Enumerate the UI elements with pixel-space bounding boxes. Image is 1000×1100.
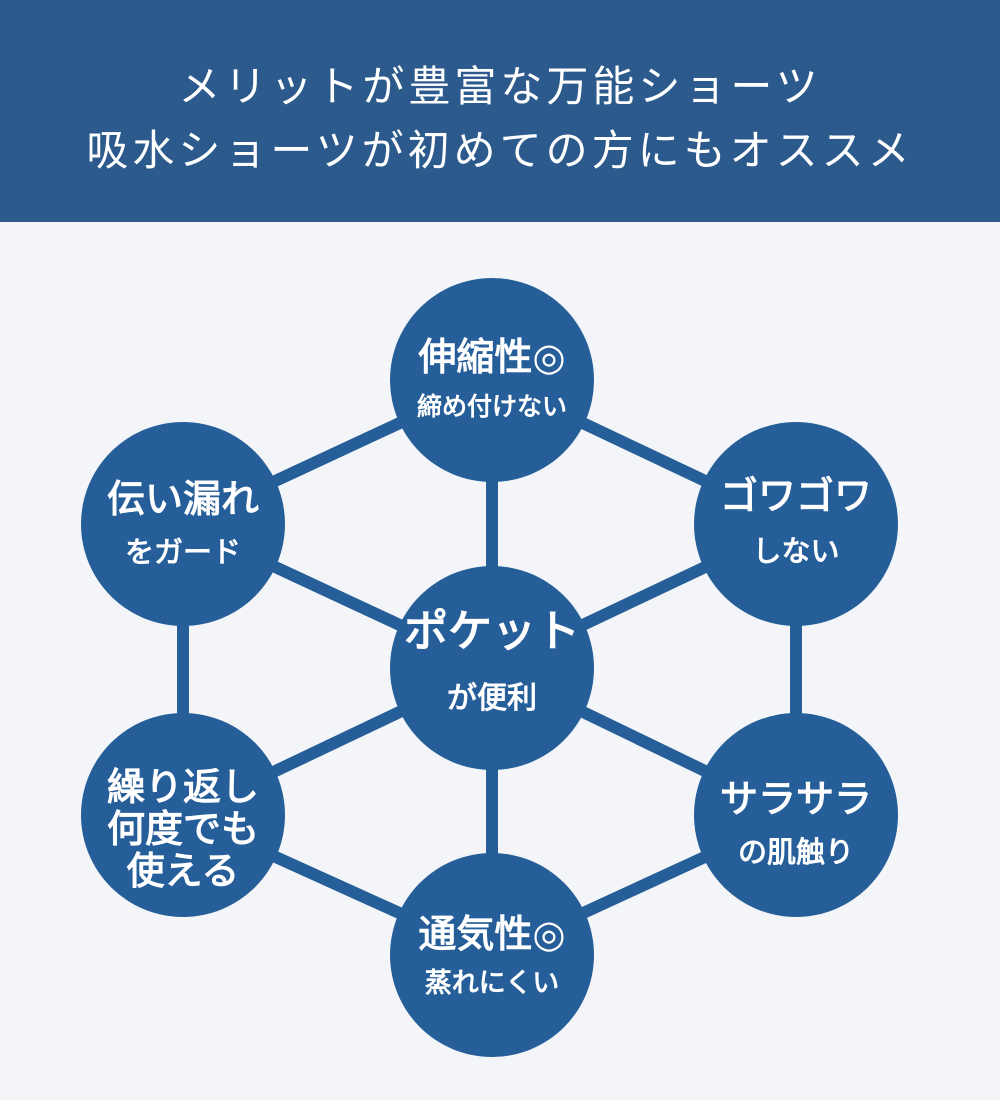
node-label-bottom-2: 蒸れにくい bbox=[425, 968, 559, 999]
node-circle-bottom bbox=[390, 853, 594, 1057]
node-label-lower-right-1: サラサラ bbox=[720, 777, 872, 821]
node-label-upper-left-1: 伝い漏れ bbox=[107, 477, 259, 521]
node-label-upper-left-2: をガード bbox=[125, 535, 241, 569]
node-label-lower-right-2: の肌触り bbox=[738, 835, 854, 869]
node-label-top-2: 締め付けない bbox=[417, 392, 567, 421]
node-label-lower-left-2: 何度でも bbox=[107, 807, 259, 851]
header-banner: メリットが豊富な万能ショーツ 吸水ショーツが初めての方にもオススメ bbox=[0, 0, 1000, 222]
node-label-upper-right-2: しない bbox=[752, 534, 839, 568]
node-label-center-1: ポケット bbox=[404, 606, 580, 657]
node-label-lower-left-1: 繰り返し bbox=[107, 765, 259, 809]
node-circle-upper-right bbox=[694, 422, 898, 626]
node-circle-upper-left bbox=[81, 422, 285, 626]
title-line-1: メリットが豊富な万能ショーツ bbox=[178, 62, 822, 111]
node-circle-top bbox=[390, 278, 594, 482]
node-circle-center bbox=[390, 566, 594, 770]
node-label-top-1: 伸縮性◎ bbox=[417, 335, 565, 379]
node-label-center-2: が便利 bbox=[447, 681, 537, 716]
node-label-lower-left-3: 使える bbox=[127, 849, 240, 893]
node-circle-lower-left bbox=[81, 713, 285, 917]
node-bottom: 通気性◎ 蒸れにくい bbox=[390, 853, 594, 1057]
node-circle-lower-right bbox=[694, 713, 898, 917]
node-label-bottom-1: 通気性◎ bbox=[418, 912, 565, 956]
node-top: 伸縮性◎ 締め付けない bbox=[390, 278, 594, 482]
node-label-upper-right-1: ゴワゴワ bbox=[720, 474, 872, 518]
title-line-2: 吸水ショーツが初めての方にもオススメ bbox=[86, 126, 914, 175]
